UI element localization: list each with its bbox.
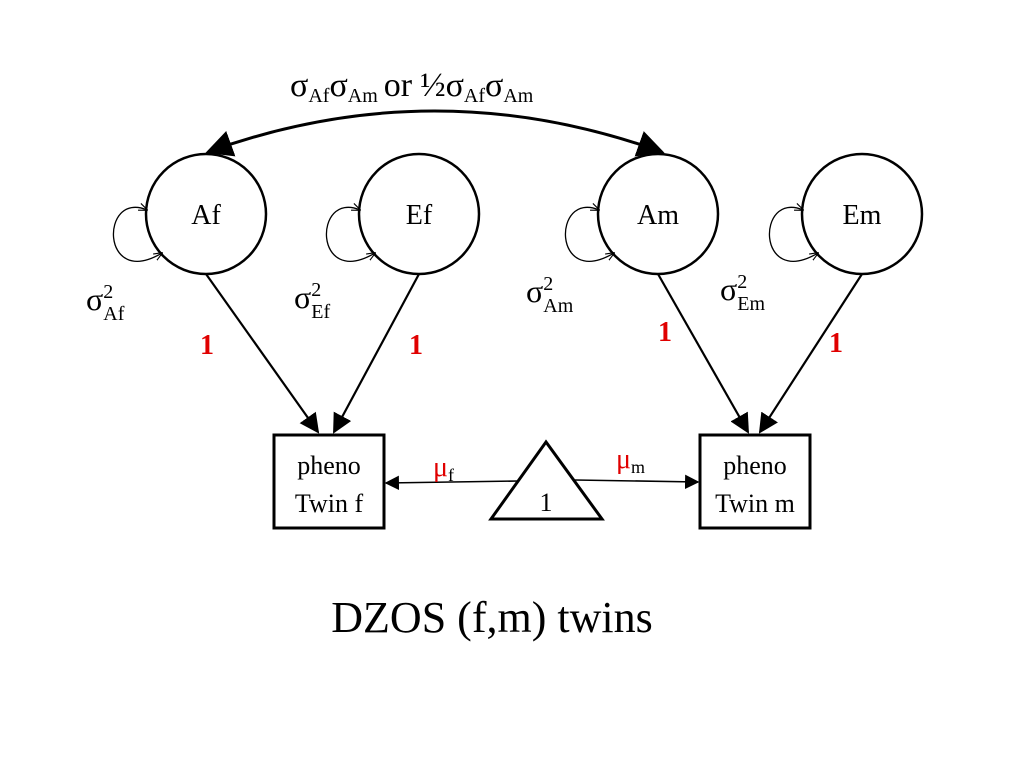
pheno-twin-m-line1: pheno <box>723 451 787 480</box>
pheno-twin-f-line1: pheno <box>297 451 361 480</box>
path-am-to-pheno-m <box>657 273 749 434</box>
pheno-twin-f-box <box>272 433 386 530</box>
pheno-twin-m-line2: Twin m <box>715 489 795 518</box>
mean-label-f: μf <box>433 452 454 485</box>
path-em-to-pheno-m <box>758 273 863 434</box>
coefficient-ef: 1 <box>409 330 423 361</box>
diagram-caption: DZOS (f,m) twins <box>331 593 652 642</box>
node-am-label: Am <box>637 200 679 231</box>
variance-loop-em <box>768 207 818 262</box>
coefficient-am: 1 <box>658 317 672 348</box>
mean-path-m <box>574 474 700 489</box>
pheno-twin-f-line2: Twin f <box>295 489 364 518</box>
variance-loop-am <box>564 207 614 262</box>
node-af-label: Af <box>191 200 221 231</box>
coefficient-af: 1 <box>200 330 214 361</box>
path-af-to-pheno-f <box>205 273 320 434</box>
variance-loop-af <box>112 207 162 262</box>
node-em-label: Em <box>843 200 882 231</box>
pheno-twin-m-box <box>698 433 812 530</box>
mean-path-f <box>384 475 519 491</box>
covariance-arc <box>205 109 665 157</box>
node-ef-label: Ef <box>406 200 433 231</box>
constant-triangle <box>488 439 605 521</box>
mean-label-m: μm <box>616 444 645 477</box>
constant-label: 1 <box>540 488 553 517</box>
variance-loop-ef <box>325 207 375 262</box>
coefficient-em: 1 <box>829 328 843 359</box>
path-ef-to-pheno-f <box>333 273 420 434</box>
